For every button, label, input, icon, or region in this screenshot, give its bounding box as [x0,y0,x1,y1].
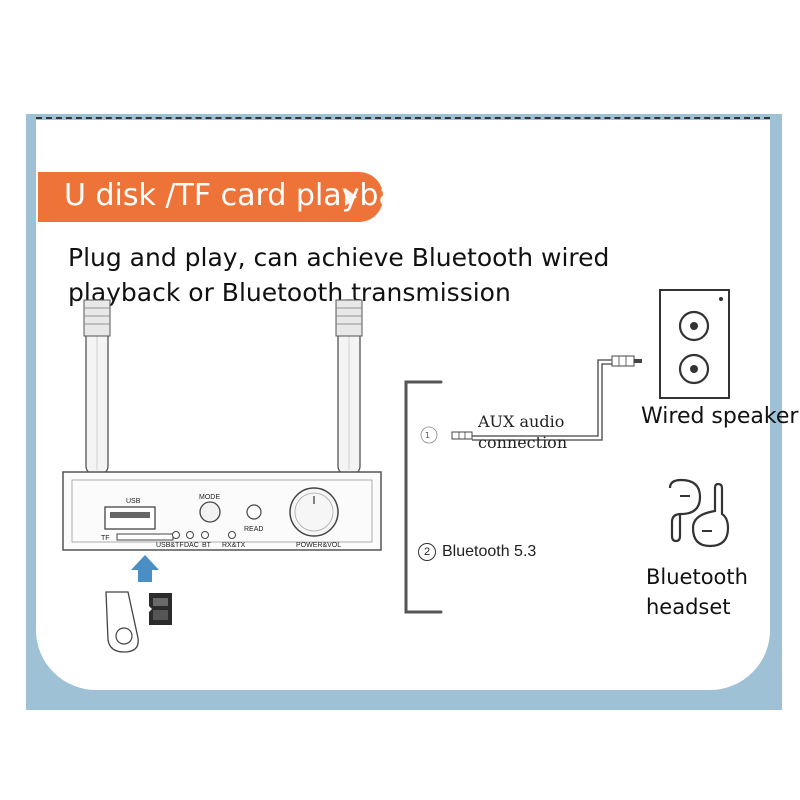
led-dac [186,531,194,539]
banner-title: U disk /TF card playback [64,178,383,213]
mode-label: MODE [199,494,220,501]
headset-label: Bluetooth headset [646,562,766,622]
speaker-label: Wired speaker [641,404,799,429]
headset-label-line-2: headset [646,595,731,619]
led-usb-tf [172,531,180,539]
usb-label: USB [126,498,141,505]
section-banner: U disk /TF card playback [38,172,383,222]
tagline-line-2: playback or Bluetooth transmission [68,278,511,307]
bluetooth-number: 2 [418,543,436,561]
led-label-usb-tf: USB&TF [156,542,184,549]
aux-label-line-2: connection [478,433,568,452]
left-antenna [83,299,111,476]
play-cursor-icon [345,188,357,206]
led-label-dac: DAC [184,542,199,549]
power-volume-knob [289,487,339,537]
read-button [246,504,262,520]
bluetooth-label: 2 Bluetooth 5.3 [418,543,536,561]
aux-label: AUX audio connection [478,411,567,453]
mode-button [199,501,221,523]
bluetooth-label-text: Bluetooth 5.3 [442,543,537,561]
led-label-bt: BT [202,542,212,549]
led-rx-tx [228,531,236,539]
dashed-divider [36,117,770,119]
headset-label-line-1: Bluetooth [646,565,748,589]
read-label: READ [244,526,263,533]
led-label-rx-tx: RX&TX [222,542,246,549]
tf-slot [116,533,174,541]
aux-cable-icon: 1 [420,355,642,444]
aux-label-line-1: AUX audio [478,412,565,431]
led-bt [201,531,209,539]
earbuds-icon [668,478,730,548]
tf-card-icon [149,593,172,625]
insert-arrow-icon [131,555,159,582]
knob-label: POWER&VOL [296,542,341,549]
speaker-icon [659,289,730,399]
bluetooth-transmitter-device: USB TF MODE READ USB&TF DAC BT RX&TX POW… [62,471,382,551]
right-antenna [335,299,363,476]
usb-flash-drive-icon [105,591,139,653]
connection-bracket [404,380,443,614]
tagline: Plug and play, can achieve Bluetooth wir… [68,240,668,310]
aux-number: 1 [425,431,430,440]
tagline-line-1: Plug and play, can achieve Bluetooth wir… [68,243,610,272]
tf-label: TF [101,535,110,542]
